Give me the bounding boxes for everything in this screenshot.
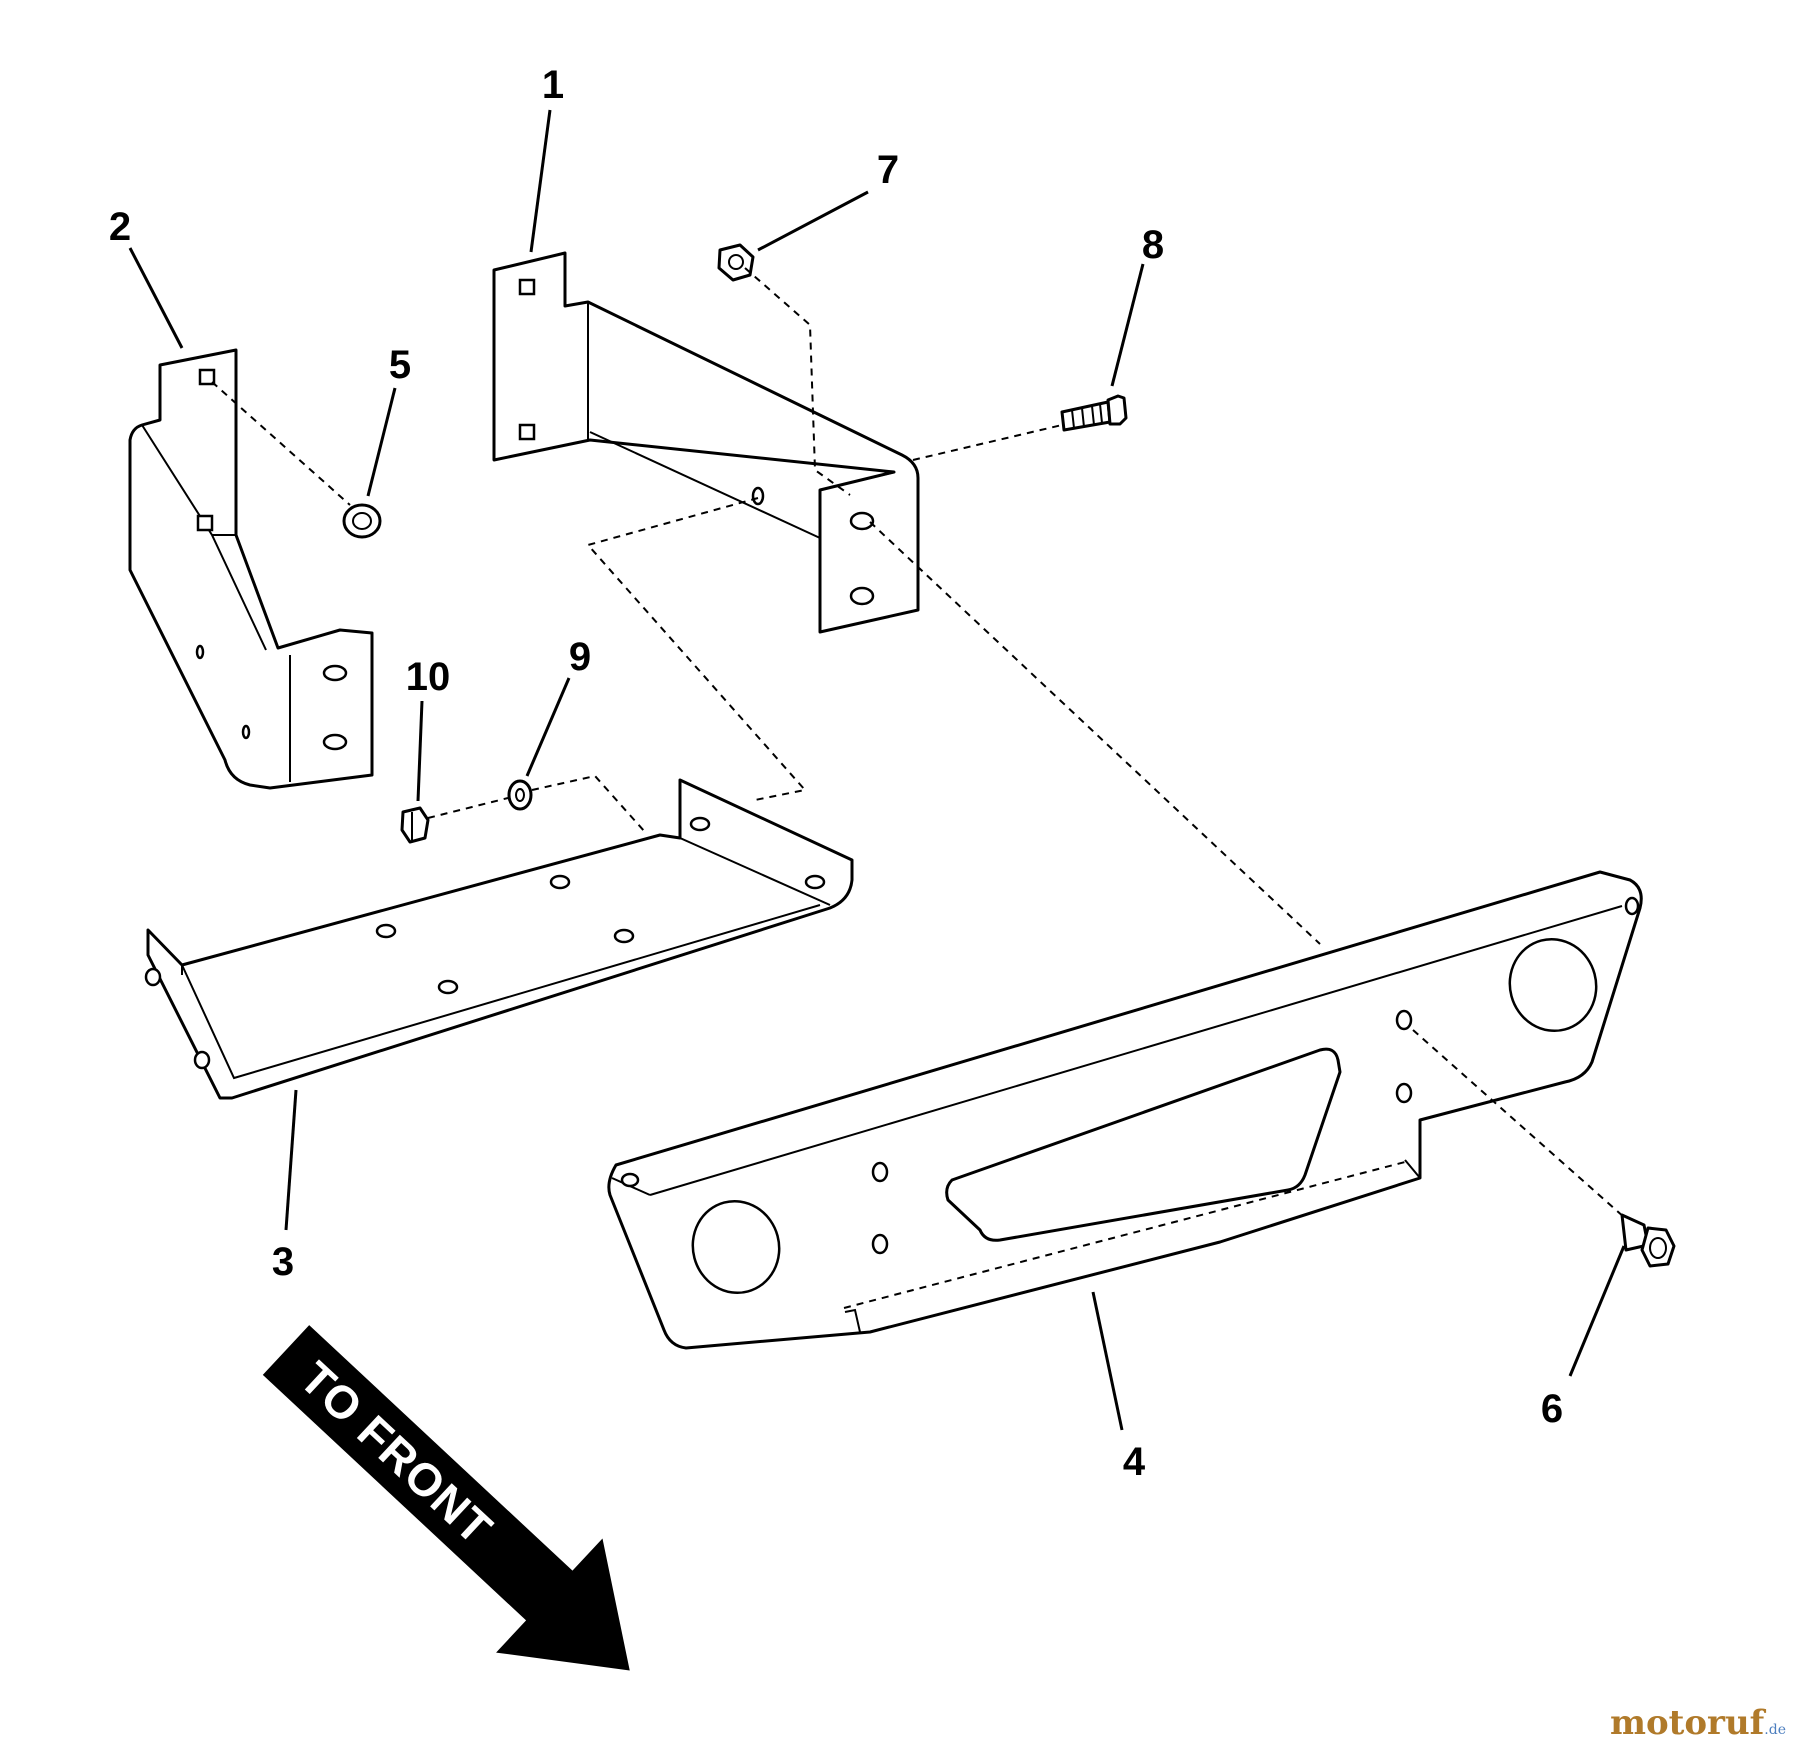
watermark-logo: motoruf.de [1610,1703,1786,1743]
callout-7: 7 [877,148,899,192]
to-front-arrow: TO FRONT [262,1325,630,1671]
part-3-lower-bracket [144,778,854,1100]
to-front-label: TO FRONT [290,1351,503,1554]
callout-6: 6 [1541,1387,1563,1431]
callout-4: 4 [1123,1440,1146,1484]
part-2-left-bracket [128,348,374,790]
part-1-upper-bracket [492,251,920,634]
callout-9: 9 [569,635,591,679]
part-8-bolt [1060,394,1128,432]
assembly-lines [211,267,1626,1309]
part-9-washer [507,779,533,811]
watermark-tld: .de [1764,1722,1786,1738]
part-10-nut [400,806,430,844]
watermark-name: motoruf [1610,1703,1765,1743]
callout-2: 2 [109,205,131,249]
part-6-bolt [1620,1213,1676,1268]
part-4-bumper-plate [607,870,1643,1350]
callout-3: 3 [272,1240,294,1284]
callout-8: 8 [1142,223,1164,267]
callout-5: 5 [389,343,411,387]
callout-labels: 1 2 3 4 5 6 7 8 9 10 [109,63,1563,1484]
leader-lines [128,109,1626,1431]
part-5-flange-nut [342,503,382,539]
callout-1: 1 [542,63,564,107]
callout-10: 10 [406,655,451,699]
part-7-nut [717,243,755,282]
